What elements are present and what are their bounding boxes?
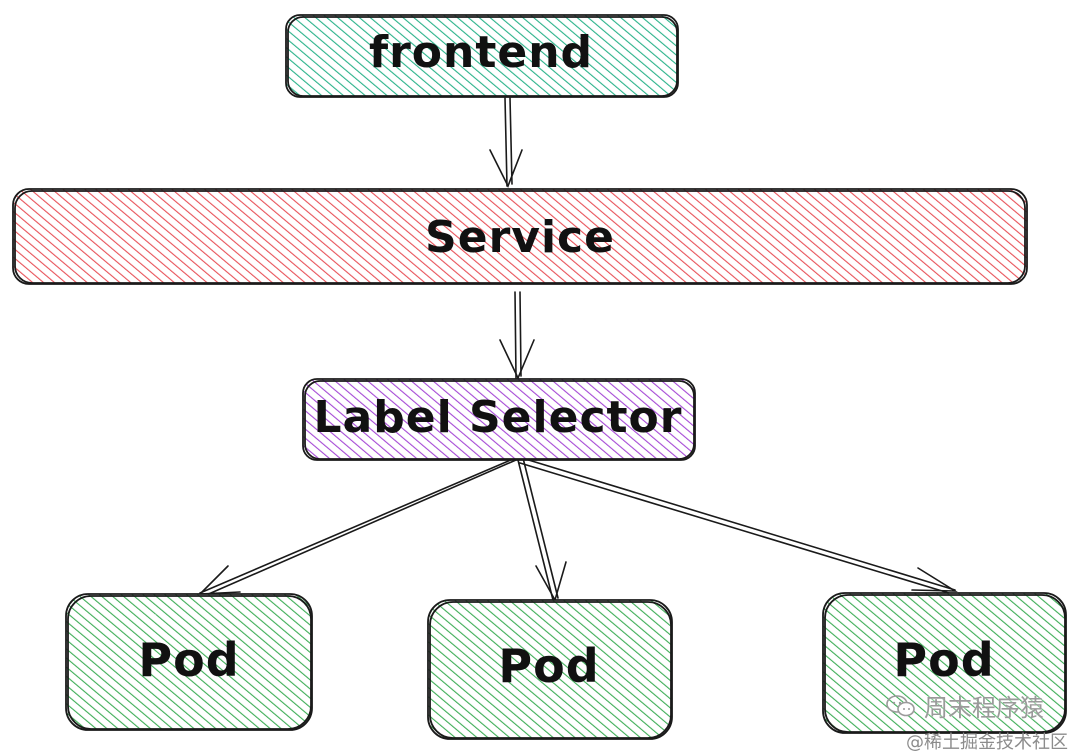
- node-frontend: frontend: [285, 14, 679, 98]
- edges: [197, 97, 958, 603]
- watermark-account: 周末程序猿: [886, 688, 1044, 723]
- wechat-icon: [886, 694, 915, 716]
- watermark-community: @稀土掘金技术社区: [906, 732, 1068, 753]
- pod-1-label: Pod: [138, 633, 239, 687]
- node-pod-1: Pod: [65, 593, 313, 731]
- node-pod-2: Pod: [427, 599, 673, 740]
- node-label-selector: Label Selector: [302, 378, 696, 461]
- node-service: Service: [12, 188, 1028, 285]
- frontend-label: frontend: [369, 27, 593, 78]
- watermark-account-name: 周末程序猿: [924, 694, 1044, 722]
- label-selector-label: Label Selector: [314, 392, 683, 443]
- edge-selector-to-pod3: [519, 457, 958, 595]
- edge-selector-to-pod1: [197, 455, 521, 597]
- edge-selector-to-pod2: [517, 457, 567, 603]
- service-label: Service: [425, 212, 615, 263]
- node-pod-3: Pod: [822, 592, 1067, 734]
- pod-3-label: Pod: [893, 633, 994, 687]
- edge-service-to-selector: [499, 291, 535, 380]
- pod-2-label: Pod: [498, 639, 599, 693]
- edge-frontend-to-service: [489, 97, 523, 188]
